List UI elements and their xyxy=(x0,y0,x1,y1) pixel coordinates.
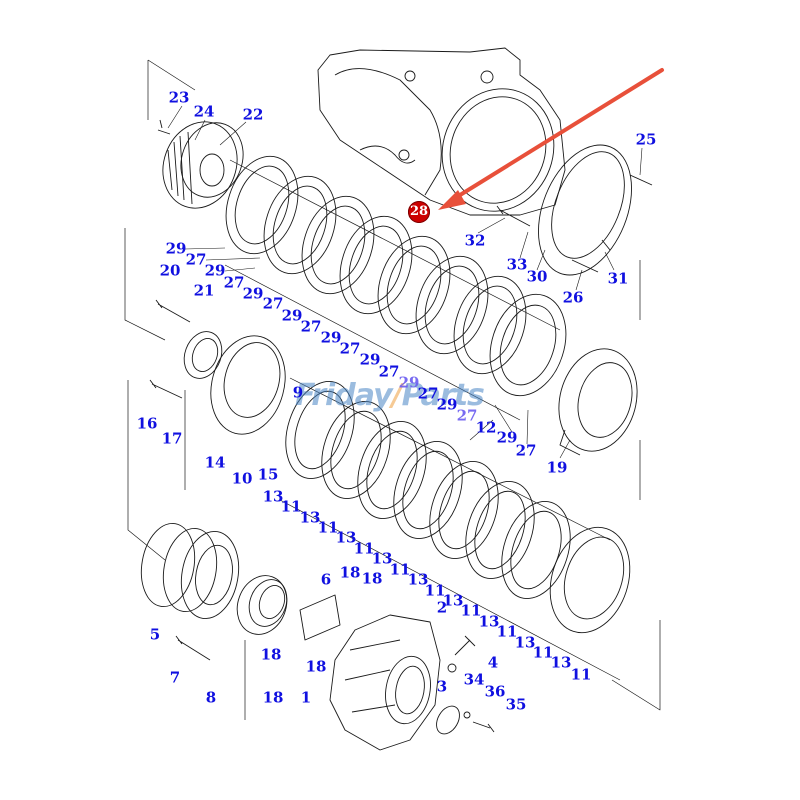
part-label-11[interactable]: 11 xyxy=(280,497,302,516)
part-label-23[interactable]: 23 xyxy=(168,88,190,107)
part-label-13[interactable]: 13 xyxy=(262,487,284,506)
piston-5 xyxy=(140,522,240,620)
part-label-5[interactable]: 5 xyxy=(149,625,161,644)
part-label-26[interactable]: 26 xyxy=(562,288,584,307)
part-label-20[interactable]: 20 xyxy=(159,261,181,280)
part-label-11[interactable]: 11 xyxy=(532,643,554,662)
upper-clutch-pack xyxy=(224,155,567,421)
part-label-35[interactable]: 35 xyxy=(505,695,527,714)
part-label-13[interactable]: 13 xyxy=(407,570,429,589)
pin-25 xyxy=(629,174,653,186)
part-label-33[interactable]: 33 xyxy=(506,255,528,274)
plate-14 xyxy=(210,335,286,435)
pin-31 xyxy=(601,239,611,251)
part-label-14[interactable]: 14 xyxy=(204,453,226,472)
lower-clutch-pack xyxy=(279,377,631,681)
part-label-27[interactable]: 27 xyxy=(515,441,537,460)
part-label-11[interactable]: 11 xyxy=(460,601,482,620)
cover-34 xyxy=(436,705,460,735)
retainer-21 xyxy=(183,331,223,379)
gasket-6 xyxy=(299,594,341,641)
drum-22 xyxy=(157,119,244,209)
part-label-32[interactable]: 32 xyxy=(464,231,486,250)
part-label-8[interactable]: 8 xyxy=(205,688,217,707)
part-label-18[interactable]: 18 xyxy=(339,563,361,582)
part-label-29[interactable]: 29 xyxy=(436,395,458,414)
fitting-4 xyxy=(454,635,476,656)
part-label-7[interactable]: 7 xyxy=(169,668,181,687)
part-label-11[interactable]: 11 xyxy=(424,581,446,600)
part-label-13[interactable]: 13 xyxy=(371,549,393,568)
part-label-17[interactable]: 17 xyxy=(161,429,183,448)
part-label-13[interactable]: 13 xyxy=(442,591,464,610)
part-label-18[interactable]: 18 xyxy=(305,657,327,676)
part-label-15[interactable]: 15 xyxy=(257,465,279,484)
part-label-12[interactable]: 12 xyxy=(475,418,497,437)
part-label-11[interactable]: 11 xyxy=(389,560,411,579)
bolt-35 xyxy=(472,721,495,733)
part-label-3[interactable]: 3 xyxy=(436,677,448,696)
main-case-1 xyxy=(329,614,441,751)
pin-26 xyxy=(571,259,599,273)
part-label-31[interactable]: 31 xyxy=(607,269,629,288)
part-label-13[interactable]: 13 xyxy=(478,612,500,631)
part-label-27[interactable]: 27 xyxy=(300,317,322,336)
part-label-10[interactable]: 10 xyxy=(231,469,253,488)
part-label-11[interactable]: 11 xyxy=(353,539,375,558)
part-label-18[interactable]: 18 xyxy=(262,688,284,707)
part-label-34[interactable]: 34 xyxy=(463,670,485,689)
part-label-27[interactable]: 27 xyxy=(262,294,284,313)
part-label-13[interactable]: 13 xyxy=(335,528,357,547)
part-label-11[interactable]: 11 xyxy=(317,518,339,537)
part-label-11[interactable]: 11 xyxy=(570,665,592,684)
part-label-29[interactable]: 29 xyxy=(204,261,226,280)
part-label-29[interactable]: 29 xyxy=(398,373,420,392)
bolt-16 xyxy=(149,379,183,399)
part-label-11[interactable]: 11 xyxy=(496,622,518,641)
part-label-4[interactable]: 4 xyxy=(487,653,499,672)
part-label-29[interactable]: 29 xyxy=(242,284,264,303)
part-label-13[interactable]: 13 xyxy=(299,508,321,527)
plug-3 xyxy=(447,663,457,673)
part-label-6[interactable]: 6 xyxy=(320,570,332,589)
part-label-19[interactable]: 19 xyxy=(546,458,568,477)
ring-30 xyxy=(538,144,632,276)
part-label-36[interactable]: 36 xyxy=(484,682,506,701)
part-label-22[interactable]: 22 xyxy=(242,105,264,124)
part-label-2[interactable]: 2 xyxy=(436,598,448,617)
part-label-27[interactable]: 27 xyxy=(223,273,245,292)
highlighted-part-badge[interactable]: 28 xyxy=(408,201,430,223)
part-label-21[interactable]: 21 xyxy=(193,281,215,300)
part-label-9[interactable]: 9 xyxy=(292,383,304,402)
bolt-20 xyxy=(155,299,191,323)
part-label-18[interactable]: 18 xyxy=(361,569,383,588)
part-label-13[interactable]: 13 xyxy=(514,633,536,652)
part-label-29[interactable]: 29 xyxy=(496,428,518,447)
part-label-30[interactable]: 30 xyxy=(526,267,548,286)
part-label-27[interactable]: 27 xyxy=(456,406,478,425)
pointer-arrow xyxy=(438,68,664,210)
part-label-16[interactable]: 16 xyxy=(136,414,158,433)
part-label-18[interactable]: 18 xyxy=(260,645,282,664)
plate-19 xyxy=(558,348,638,456)
part-label-29[interactable]: 29 xyxy=(320,328,342,347)
transmission-housing xyxy=(317,47,566,216)
bolt-32 xyxy=(496,205,531,227)
part-label-27[interactable]: 27 xyxy=(185,250,207,269)
bolt-7 xyxy=(175,635,211,661)
part-label-29[interactable]: 29 xyxy=(359,350,381,369)
part-label-27[interactable]: 27 xyxy=(339,339,361,358)
part-label-13[interactable]: 13 xyxy=(550,653,572,672)
washer-36 xyxy=(463,711,471,719)
bearing-cover xyxy=(236,575,288,635)
part-label-29[interactable]: 29 xyxy=(165,239,187,258)
part-label-27[interactable]: 27 xyxy=(417,384,439,403)
part-label-27[interactable]: 27 xyxy=(378,362,400,381)
part-label-29[interactable]: 29 xyxy=(281,306,303,325)
part-label-1[interactable]: 1 xyxy=(300,688,312,707)
part-label-25[interactable]: 25 xyxy=(635,130,657,149)
part-label-24[interactable]: 24 xyxy=(193,102,215,121)
